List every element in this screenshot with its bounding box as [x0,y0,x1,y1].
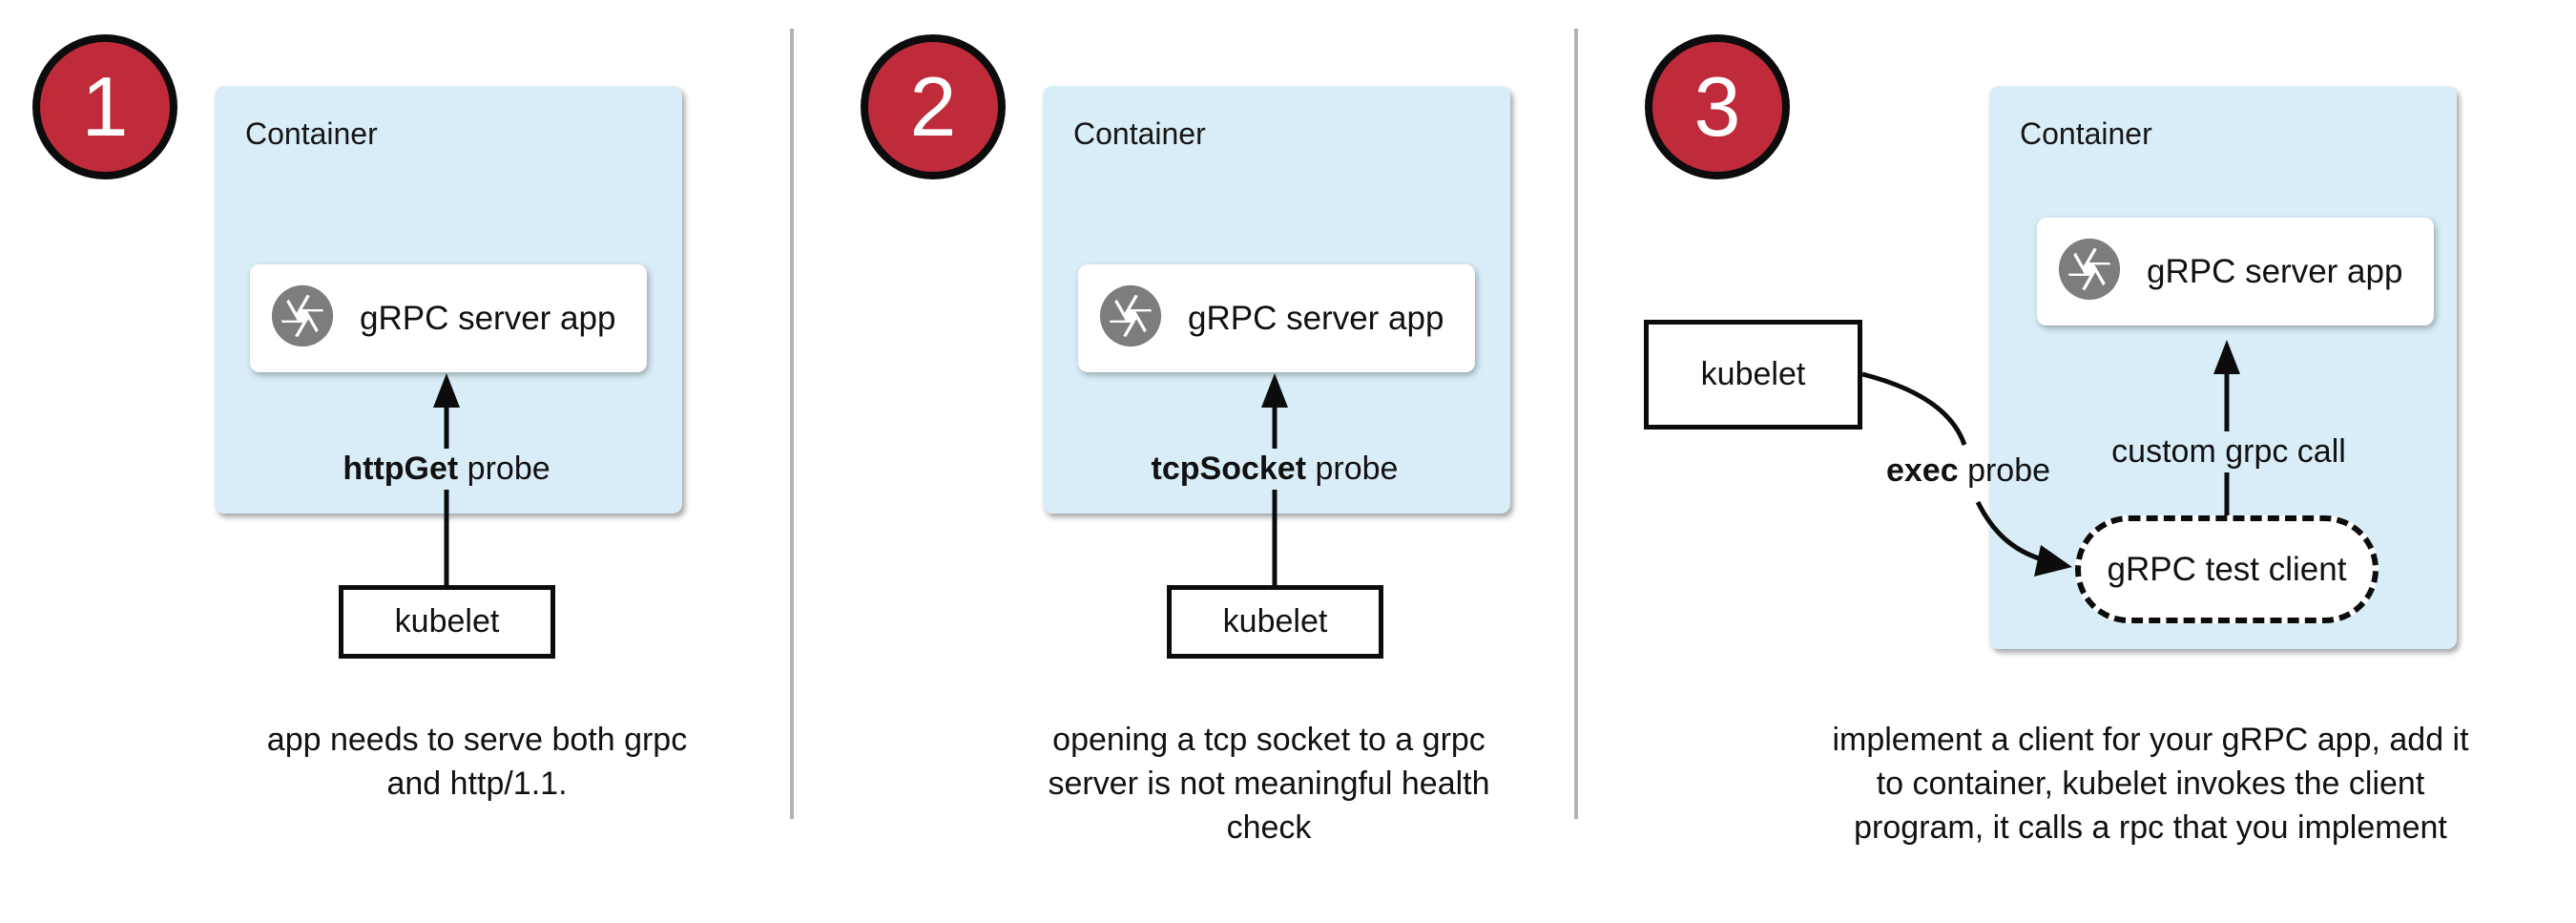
grpc-app-icon [2056,236,2123,307]
tcpsocket-probe-label: tcpSocket probe [1141,449,1408,490]
kubelet-2-label: kubelet [1222,603,1328,640]
kubelet-box-1: kubelet [339,585,555,659]
step-3-badge: 3 [1645,34,1790,179]
kubelet-1-label: kubelet [394,603,500,640]
kubelet-box-3: kubelet [1644,320,1862,430]
grpc-server-app-2-label: gRPC server app [1188,299,1444,337]
step-1-badge: 1 [32,34,177,179]
grpc-test-client: gRPC test client [2075,515,2379,623]
httpget-probe-label: httpGet probe [333,449,560,490]
panel-divider-2 [1574,29,1578,819]
caption-1: app needs to serve both grpc and http/1.… [266,722,688,802]
grpc-server-app-2: gRPC server app [1078,264,1475,372]
container-2-label: Container [1073,116,1206,151]
caption-3: implement a client for your gRPC app, ad… [1832,722,2469,846]
caption-2: opening a tcp socket to a grpc server is… [1048,722,1490,846]
step-2-badge: 2 [861,34,1006,179]
kubelet-3-label: kubelet [1700,356,1806,392]
exec-probe-label: exec probe [1885,452,2051,489]
grpc-app-icon [1097,283,1164,354]
step-2-number: 2 [909,59,957,154]
custom-grpc-call-arrow [2213,340,2240,515]
step-1-number: 1 [81,59,129,154]
container-3-label: Container [2020,116,2152,151]
custom-grpc-call-label: custom grpc call [2102,431,2356,472]
step-3-number: 3 [1693,59,1741,154]
httpget-probe-arrow [433,373,460,585]
kubelet-box-2: kubelet [1167,585,1383,659]
container-1-label: Container [245,116,378,151]
panel-divider-1 [790,29,794,819]
grpc-server-app-3-label: gRPC server app [2147,252,2403,290]
grpc-server-app-3: gRPC server app [2037,218,2434,325]
grpc-server-app-1-label: gRPC server app [360,299,616,337]
tcpsocket-probe-arrow [1261,373,1288,585]
grpc-server-app-1: gRPC server app [250,264,647,372]
grpc-test-client-label: gRPC test client [2107,550,2347,588]
grpc-app-icon [269,283,336,354]
exec-probe-arrow [1861,371,2072,577]
